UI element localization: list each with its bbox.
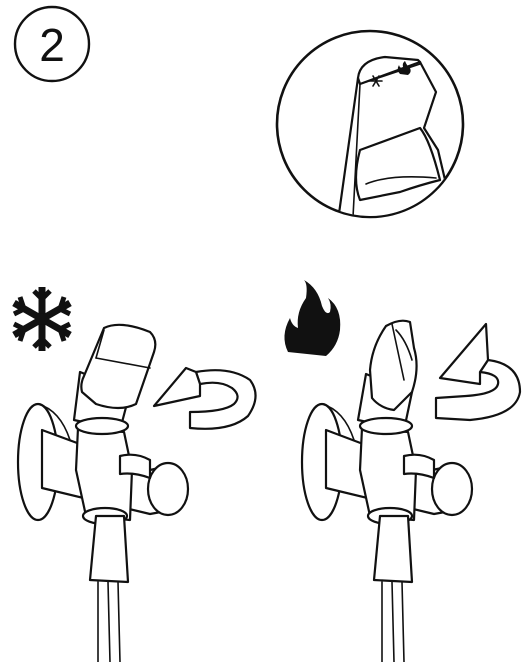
detail-magnifier: [277, 31, 463, 236]
outlet-cap: [432, 463, 472, 515]
step-number: 2: [39, 19, 65, 71]
rotate-arrow-icon: [154, 368, 256, 429]
valve-cold: [18, 325, 256, 662]
flame-icon: [284, 280, 340, 356]
valve-hot: [302, 321, 520, 662]
step-badge: 2: [15, 7, 89, 81]
outlet-cap: [148, 463, 188, 515]
rotate-arrow-icon: [436, 324, 520, 420]
snowflake-icon: [14, 287, 70, 351]
